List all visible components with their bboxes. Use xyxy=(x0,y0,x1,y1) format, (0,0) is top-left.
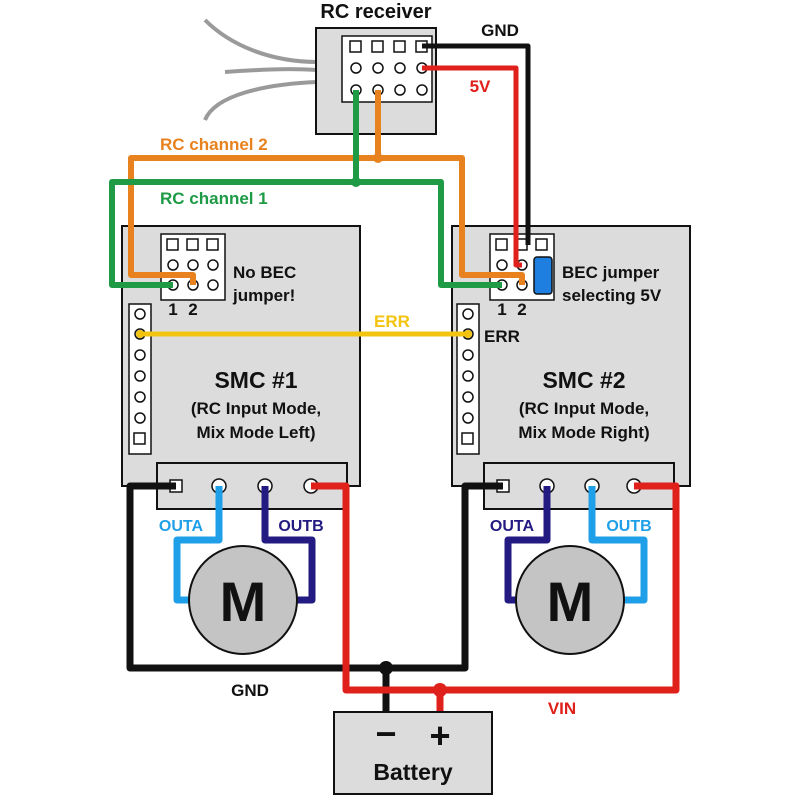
smc1-outa-label: OUTA xyxy=(159,518,204,535)
vin-label: VIN xyxy=(548,699,576,718)
bec-5v-wire xyxy=(422,65,522,268)
smc2-outa-label: OUTA xyxy=(490,518,535,535)
battery-minus-label: − xyxy=(375,713,396,754)
smc2-outb-wire xyxy=(588,486,648,604)
smc1-outb-wire xyxy=(261,486,316,604)
battery xyxy=(333,711,493,795)
err-wire-label: ERR xyxy=(374,312,410,331)
smc2-jumper-label-line2: selecting 5V xyxy=(562,286,662,305)
smc2-jumper-label-line1: BEC jumper xyxy=(562,263,660,282)
smc1-mode-line2: Mix Mode Left) xyxy=(197,423,316,442)
smc2-motor xyxy=(515,545,625,655)
smc1-motor xyxy=(188,545,298,655)
smc2-pin2-label: 2 xyxy=(517,300,526,319)
smc1-pin2-label: 2 xyxy=(188,300,197,319)
smc2-pin1-label: 1 xyxy=(497,300,506,319)
smc2-outa-wire xyxy=(504,486,551,604)
rc-channel-1-label: RC channel 1 xyxy=(160,189,268,208)
smc1-title: SMC #1 xyxy=(214,367,297,393)
smc1-side-pins xyxy=(133,308,146,445)
rc-channel-1-wire xyxy=(109,90,502,288)
smc2-title: SMC #2 xyxy=(542,367,625,393)
smc2-mode-line2: Mix Mode Right) xyxy=(518,423,649,442)
smc1-outb-label: OUTB xyxy=(278,518,323,535)
rc-channel-2-label: RC channel 2 xyxy=(160,135,268,154)
smc1-pin1-label: 1 xyxy=(168,300,177,319)
smc1-jumper-label-line1: No BEC xyxy=(233,263,296,282)
err-pin-label: ERR xyxy=(484,327,520,346)
smc1-board xyxy=(121,225,361,510)
receiver-gray-wires xyxy=(203,18,319,121)
5v-label: 5V xyxy=(470,77,491,96)
gnd-top-label: GND xyxy=(481,21,519,40)
battery-label: Battery xyxy=(373,759,452,785)
smc1-mode-line1: (RC Input Mode, xyxy=(191,399,321,418)
smc1-motor-label: M xyxy=(220,570,267,633)
smc2-outb-label: OUTB xyxy=(606,518,651,535)
bec-gnd-wire xyxy=(422,43,531,245)
smc1-jumper-label-line2: jumper! xyxy=(232,286,295,305)
receiver-title: RC receiver xyxy=(320,1,431,23)
smc2-motor-label: M xyxy=(547,570,594,633)
battery-plus-label: + xyxy=(429,715,450,756)
smc2-mode-line1: (RC Input Mode, xyxy=(519,399,649,418)
bec-jumper xyxy=(533,256,553,295)
gnd-bottom-label: GND xyxy=(231,681,269,700)
rc-channel-2-wire xyxy=(128,90,525,285)
